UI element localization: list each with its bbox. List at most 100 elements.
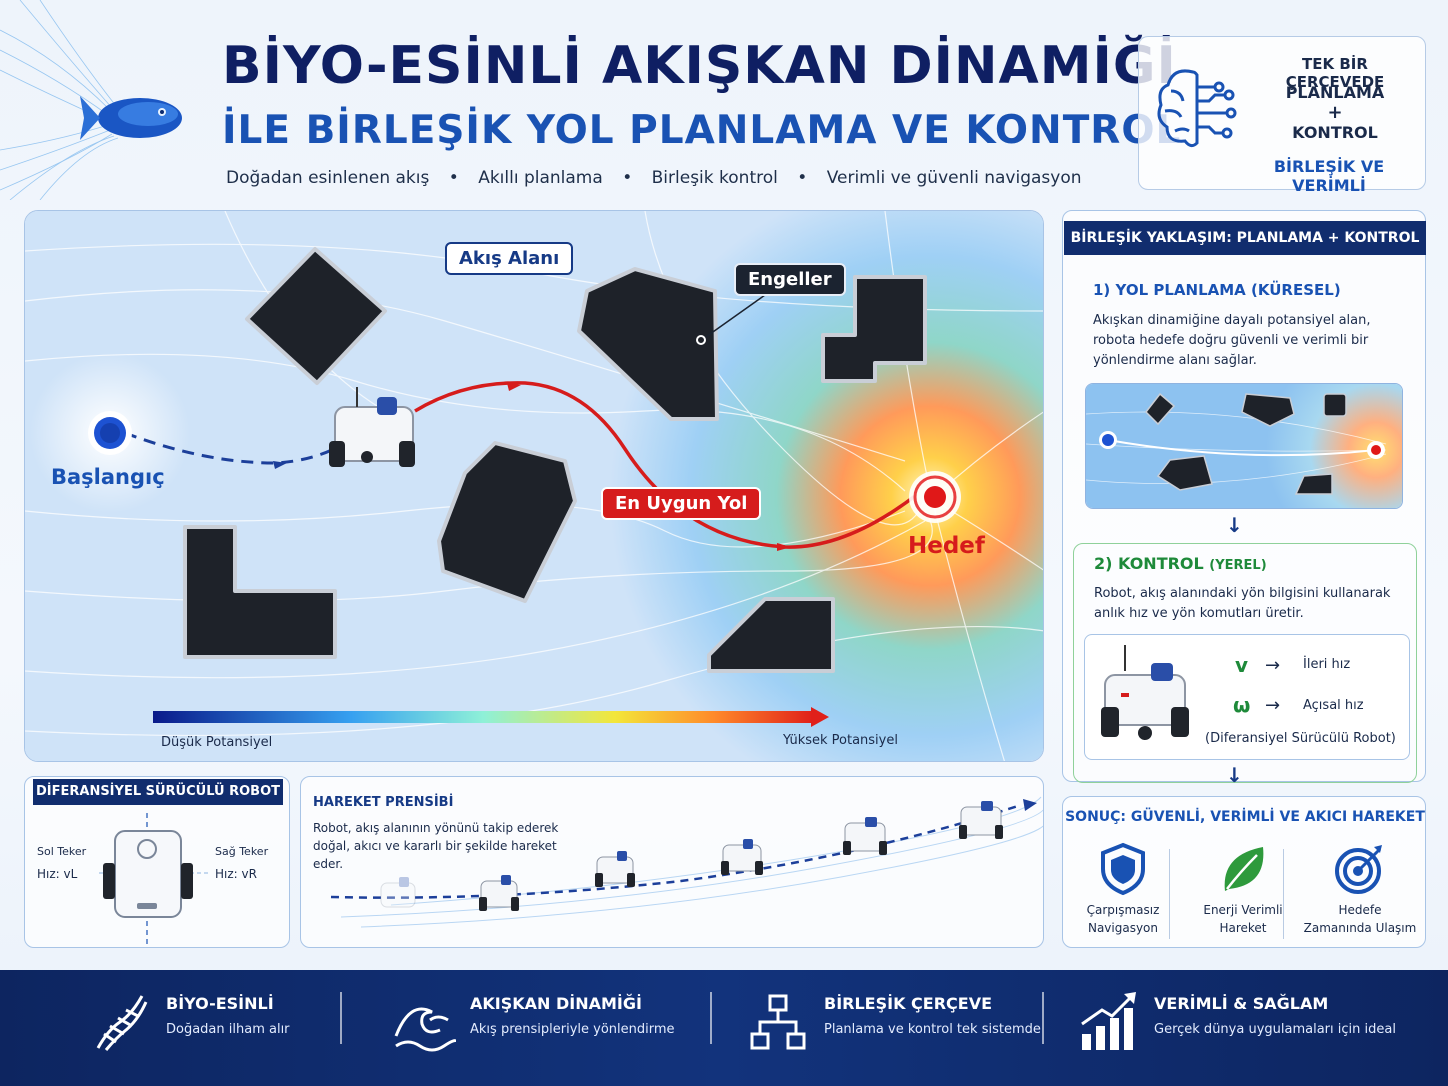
obstacle xyxy=(821,275,927,383)
result-panel: SONUÇ: GÜVENLİ, VERİMLİ VE AKICI HAREKET… xyxy=(1062,796,1426,948)
left-speed-label: Hız: vL xyxy=(37,867,78,881)
robot-top-view-icon xyxy=(99,813,209,947)
goal-marker xyxy=(909,471,961,523)
obstacle xyxy=(245,247,387,385)
arrow-icon xyxy=(811,707,829,727)
robot-control-box: v → İleri hız ω → Açısal hız (Diferansiy… xyxy=(1084,634,1410,760)
result-title: SONUÇ: GÜVENLİ, VERİMLİ VE AKICI HAREKET xyxy=(1065,809,1425,825)
obstacle xyxy=(437,441,577,603)
footer-title: BİRLEŞİK ÇERÇEVE xyxy=(824,994,993,1013)
footer-title: AKIŞKAN DİNAMİĞİ xyxy=(470,994,642,1013)
panel-header: BİRLEŞİK YAKLAŞIM: PLANLAMA + KONTROL xyxy=(1064,221,1426,255)
arrow-icon xyxy=(507,383,521,391)
goal-label: Hedef xyxy=(908,533,985,559)
potential-bar xyxy=(153,711,813,723)
angular-velocity-label: Açısal hız xyxy=(1303,698,1364,713)
target-icon xyxy=(1335,845,1382,894)
robot-icon xyxy=(1101,645,1189,740)
callout-dot xyxy=(696,335,706,345)
arrow-icon xyxy=(777,543,791,551)
flow-field-map: Akış Alanı Engeller En Uygun Yol Başlang… xyxy=(24,210,1044,762)
section-desc-control: Robot, akış alanındaki yön bilgisini kul… xyxy=(1094,586,1391,621)
subtitle-item: Birleşik kontrol xyxy=(651,168,778,188)
obstacles-label: Engeller xyxy=(734,263,846,296)
result-label: Çarpışmasız xyxy=(1086,903,1160,917)
section-desc-planning: Akışkan dinamiğine dayalı potansiyel ala… xyxy=(1093,313,1371,368)
result-label: Hareket xyxy=(1219,921,1267,935)
footer-title: VERİMLİ & SAĞLAM xyxy=(1154,994,1329,1013)
arrow-icon xyxy=(273,461,287,469)
start-label: Başlangıç xyxy=(51,465,165,489)
footer-desc: Doğadan ilham alır xyxy=(166,1022,290,1037)
section-title-planning: 1) YOL PLANLAMA (KÜRESEL) xyxy=(1093,281,1341,299)
obstacle xyxy=(183,525,337,659)
subtitle-separator: • xyxy=(448,168,459,188)
obstacle xyxy=(707,597,835,673)
angular-velocity-symbol: ω xyxy=(1233,693,1251,717)
high-potential-label: Yüksek Potansiyel xyxy=(783,733,898,748)
obstacles xyxy=(183,247,927,673)
footer: BİYO-ESİNLİ Doğadan ilham alır AKIŞKAN D… xyxy=(0,970,1448,1086)
divider xyxy=(1169,849,1170,939)
card-tagline: BİRLEŞİK VE VERİMLİ xyxy=(1273,157,1385,195)
subtitle-item: Verimli ve güvenli navigasyon xyxy=(826,168,1082,188)
robot-icon xyxy=(380,801,1003,911)
motion-illustration xyxy=(330,796,1043,928)
footer-item: AKIŞKAN DİNAMİĞİ Akış prensipleriyle yön… xyxy=(392,986,692,1066)
hierarchy-icon xyxy=(750,994,806,1050)
wave-icon xyxy=(394,1007,456,1052)
result-item: Hedefe Zamanında Ulaşım xyxy=(1297,841,1423,941)
fish-icon xyxy=(0,0,182,200)
growth-chart-icon xyxy=(1081,992,1136,1050)
divider xyxy=(1042,992,1044,1044)
approach-panel: BİRLEŞİK YAKLAŞIM: PLANLAMA + KONTROL 1)… xyxy=(1062,210,1426,787)
subtitle-separator: • xyxy=(622,168,633,188)
arrow-down-icon: ↓ xyxy=(1226,513,1243,537)
result-label: Zamanında Ulaşım xyxy=(1303,921,1417,935)
low-potential-label: Düşük Potansiyel xyxy=(161,735,273,750)
control-section: 2) KONTROL (YEREL) Robot, akış alanındak… xyxy=(1073,543,1417,783)
footer-item: VERİMLİ & SAĞLAM Gerçek dünya uygulamala… xyxy=(1076,986,1396,1066)
leaf-icon xyxy=(1224,847,1264,891)
arrow-right-icon: → xyxy=(1265,695,1281,716)
motion-title: HAREKET PRENSİBİ xyxy=(313,795,454,810)
divider xyxy=(1283,849,1284,939)
linear-velocity-label: İleri hız xyxy=(1303,657,1351,672)
robot-icon xyxy=(329,387,415,467)
arrow-right-icon: → xyxy=(1265,655,1281,676)
motion-desc: Robot, akış alanının yönünü takip ederek… xyxy=(313,821,559,871)
flow-field-canvas xyxy=(25,211,1043,761)
card-line: PLANLAMA xyxy=(1285,83,1385,102)
result-label: Navigasyon xyxy=(1087,921,1159,935)
subtitle: Doğadan esinlenen akış • Akıllı planlama… xyxy=(226,168,1082,188)
start-path xyxy=(124,431,346,465)
divider xyxy=(340,992,342,1044)
footer-desc: Gerçek dünya uygulamaları için ideal xyxy=(1154,1022,1396,1037)
diff-robot-panel: DİFERANSİYEL SÜRÜCÜLÜ ROBOT Sol Teker Hı… xyxy=(24,776,290,948)
page-title-line1: BİYO-ESİNLİ AKIŞKAN DİNAMİĞİ xyxy=(222,36,1177,96)
linear-velocity-symbol: v xyxy=(1235,653,1249,677)
optimal-path-label: En Uygun Yol xyxy=(601,487,762,520)
start-marker xyxy=(88,411,132,455)
section-title-control: 2) KONTROL (YEREL) xyxy=(1094,554,1267,573)
callout-line xyxy=(702,294,766,340)
motion-principle-panel: HAREKET PRENSİBİ Robot, akış alanının yö… xyxy=(300,776,1044,948)
result-item: Enerji Verimli Hareket xyxy=(1187,841,1299,941)
brain-circuit-icon xyxy=(1157,69,1237,148)
page-title-line2: İLE BİRLEŞİK YOL PLANLAMA VE KONTROL xyxy=(222,108,1182,153)
robot-caption: (Diferansiyel Sürücülü Robot) xyxy=(1205,731,1396,746)
subtitle-separator: • xyxy=(797,168,808,188)
footer-desc: Planlama ve kontrol tek sistemde xyxy=(824,1022,1041,1037)
mini-flow-map xyxy=(1085,383,1403,509)
footer-item: BİYO-ESİNLİ Doğadan ilham alır xyxy=(88,986,328,1066)
result-label: Enerji Verimli xyxy=(1203,903,1283,917)
card-line: KONTROL xyxy=(1292,123,1378,142)
subtitle-item: Doğadan esinlenen akış xyxy=(226,168,430,188)
result-label: Hedefe xyxy=(1338,903,1382,917)
section-title-control-main: 2) KONTROL xyxy=(1094,554,1204,573)
arrow-down-icon: ↓ xyxy=(1226,763,1243,787)
shield-icon xyxy=(1101,842,1145,896)
result-item: Çarpışmasız Navigasyon xyxy=(1067,841,1179,941)
obstacle xyxy=(577,267,719,421)
footer-desc: Akış prensipleriyle yönlendirme xyxy=(470,1022,675,1037)
